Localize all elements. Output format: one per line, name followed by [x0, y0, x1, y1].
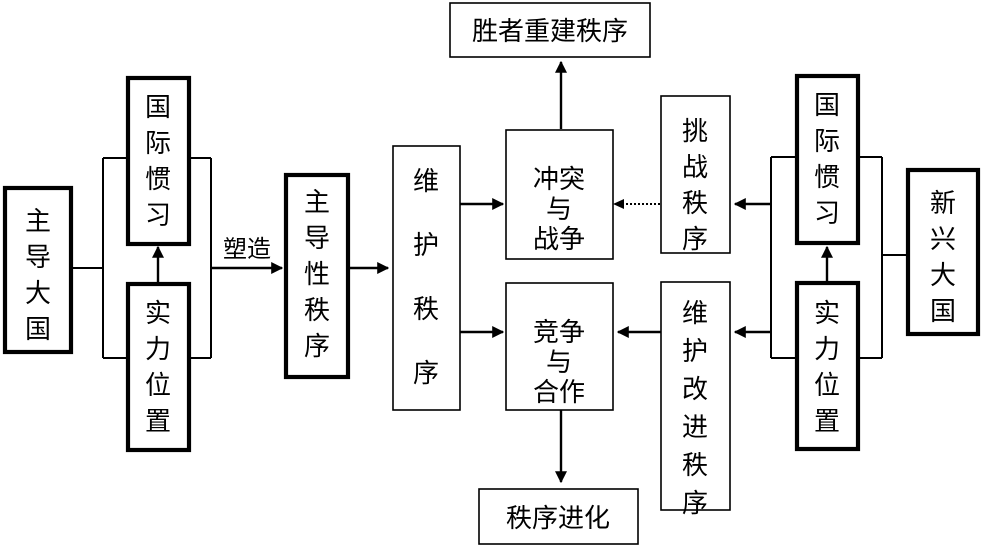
dominant-order-node: 主导性秩序	[283, 172, 351, 380]
challenge-order-node: 挑战秩序	[660, 95, 731, 255]
left-strength-position-node: 实力位置	[125, 281, 192, 453]
dominant-order-label: 主导性秩序	[304, 188, 330, 362]
order-evolution-label: 秩序进化	[506, 504, 610, 534]
left-connectors	[71, 157, 284, 359]
competition-cooperation-label: 竞争与合作	[533, 318, 585, 408]
right-strength-position-node: 实力位置	[794, 280, 861, 452]
right-strength-position-label: 实力位置	[814, 299, 840, 437]
dominant-power-node: 主导大国	[2, 185, 74, 355]
maintain-order-node: 维护秩序	[392, 145, 461, 411]
maintain-order-label: 维护秩序	[413, 167, 439, 389]
right-intl-practice-label: 国际惯习	[814, 91, 840, 229]
dominant-power-label: 主导大国	[25, 207, 51, 345]
emerging-power-node: 新兴大国	[905, 167, 981, 337]
conflict-war-node: 冲突与战争	[505, 129, 614, 260]
shape-arrow-label: 塑造	[223, 235, 271, 263]
maintain-improve-order-label: 维护改进秩序	[682, 299, 708, 519]
conflict-war-label: 冲突与战争	[533, 165, 585, 255]
order-evolution-node: 秩序进化	[478, 488, 639, 545]
winner-rebuild-node: 胜者重建秩序	[449, 2, 651, 58]
right-intl-practice-node: 国际惯习	[794, 73, 861, 246]
left-strength-position-label: 实力位置	[145, 299, 171, 437]
challenge-order-label: 挑战秩序	[682, 117, 708, 255]
competition-cooperation-node: 竞争与合作	[505, 282, 614, 411]
winner-rebuild-label: 胜者重建秩序	[472, 17, 628, 47]
right-connectors	[733, 156, 908, 359]
left-intl-practice-node: 国际惯习	[125, 75, 192, 247]
emerging-power-label: 新兴大国	[930, 189, 956, 327]
left-intl-practice-label: 国际惯习	[145, 93, 171, 231]
maintain-improve-order-node: 维护改进秩序	[660, 281, 731, 519]
dashed-arrowhead	[613, 199, 624, 209]
